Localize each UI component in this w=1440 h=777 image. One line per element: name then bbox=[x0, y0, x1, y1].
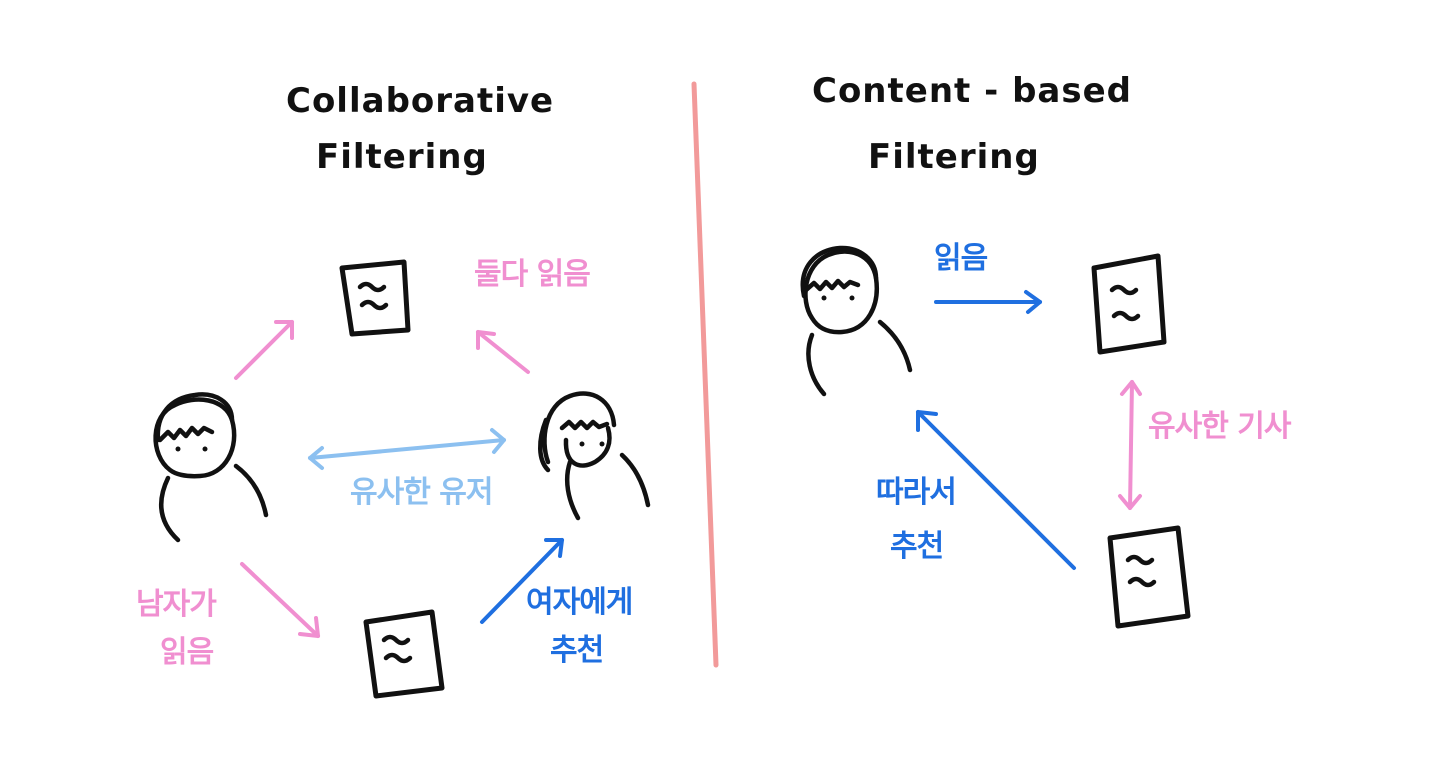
document-icon bbox=[1091, 253, 1167, 355]
arrow-recommend-to-woman bbox=[480, 538, 564, 624]
label-read: 읽음 bbox=[934, 241, 988, 276]
arrow-read bbox=[934, 290, 1042, 314]
arrow-man-to-top-doc bbox=[234, 320, 294, 380]
label-similar-article: 유사한 기사 bbox=[1148, 409, 1292, 444]
label-recommend-woman-1: 여자에게 bbox=[526, 585, 632, 620]
label-both-read: 둘다 읽음 bbox=[474, 257, 590, 292]
similar-article-arrow bbox=[1118, 380, 1142, 510]
label-man-read-2: 읽음 bbox=[160, 635, 214, 670]
similar-user-arrow bbox=[308, 428, 506, 470]
left-title-line1: Collaborative bbox=[286, 81, 554, 121]
label-similar-user: 유사한 유저 bbox=[350, 475, 492, 510]
arrow-woman-to-top-doc bbox=[476, 330, 530, 374]
label-recommend-woman-2: 추천 bbox=[550, 633, 603, 668]
divider-line bbox=[691, 81, 719, 668]
left-title-line2: Filtering bbox=[316, 137, 488, 177]
right-title-line2: Filtering bbox=[868, 137, 1040, 177]
arrow-recommend bbox=[916, 410, 1076, 570]
label-man-read-1: 남자가 bbox=[136, 587, 217, 622]
document-icon bbox=[363, 609, 445, 699]
label-so-2: 추천 bbox=[890, 529, 943, 564]
arrow-man-to-bottom-doc bbox=[240, 562, 320, 638]
man-icon bbox=[153, 392, 269, 543]
man-icon bbox=[800, 245, 913, 397]
document-icon bbox=[1107, 525, 1191, 629]
right-title-line1: Content - based bbox=[812, 71, 1132, 111]
label-so-1: 따라서 bbox=[876, 475, 956, 510]
woman-icon bbox=[538, 391, 651, 521]
document-icon bbox=[339, 259, 411, 337]
